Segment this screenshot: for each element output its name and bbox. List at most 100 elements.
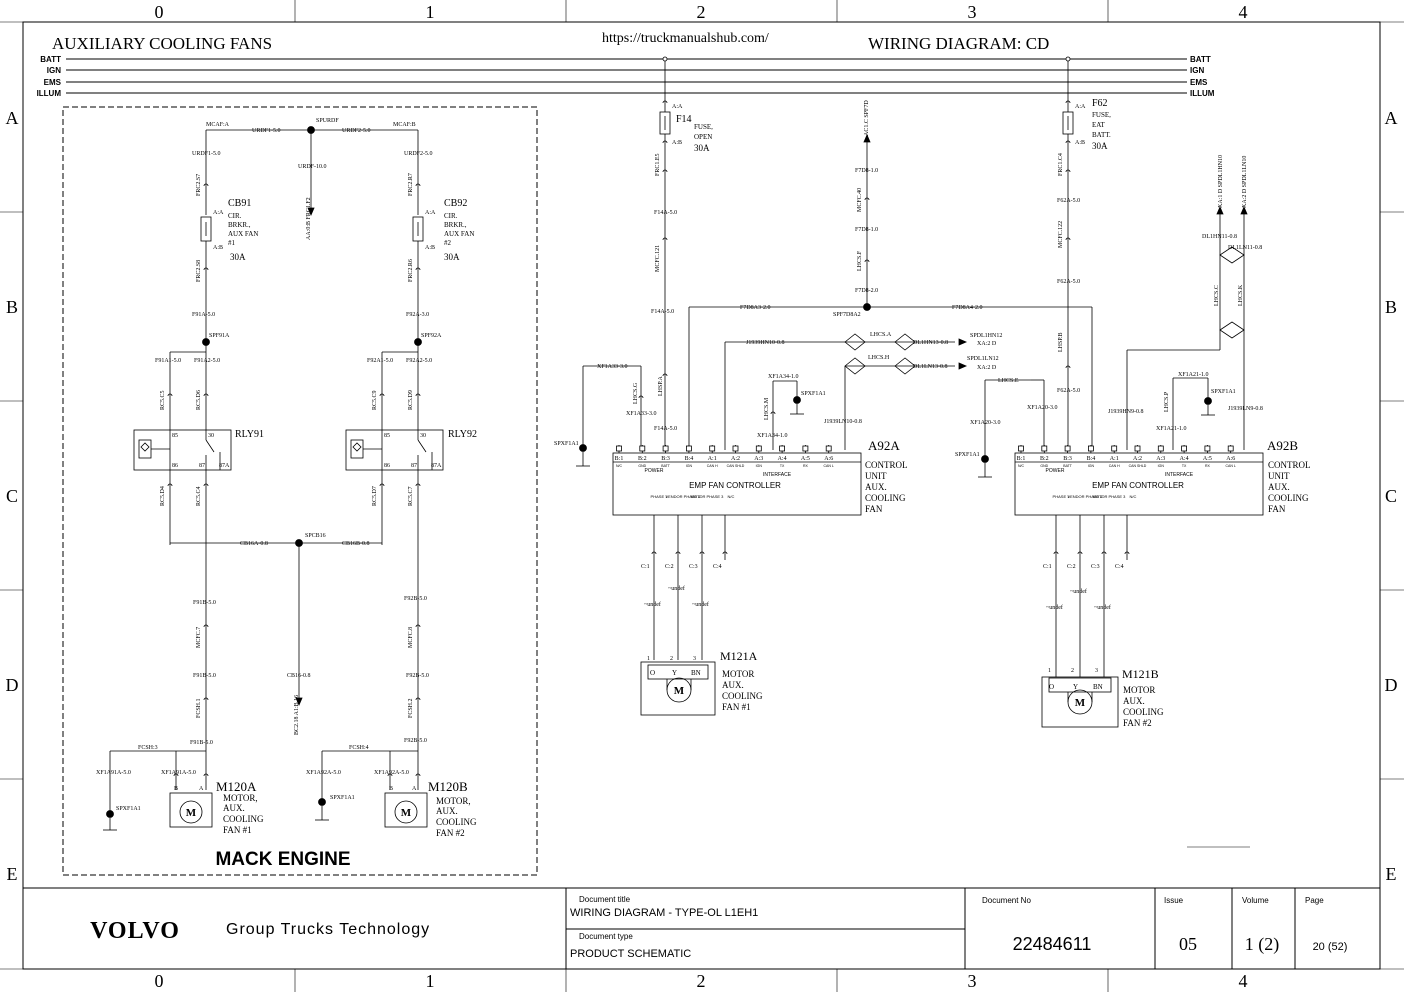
a92a-undef-3: ~undef: [692, 601, 709, 608]
rly91-id: RLY91: [235, 429, 264, 440]
doc-no: 22484611: [1013, 934, 1092, 954]
relay-rly91: [133, 429, 232, 790]
a92b-pin-function-3: IGN: [1088, 464, 1095, 468]
a92b-pin-9: A:6: [1226, 456, 1235, 462]
cb91-desc4: #1: [228, 239, 236, 247]
grid-row-c-right: C: [1385, 486, 1397, 506]
a92a-pin-function-8: RX: [803, 464, 809, 468]
wire-dl1ln11-label: DL1LN11-0.8: [1228, 245, 1262, 251]
m121a-desc2: AUX.: [722, 680, 744, 690]
spdl1hn12-label: SPDL1HN12: [970, 333, 1002, 339]
wire-f14a-1-label: F14A-5.0: [654, 210, 677, 216]
a92b-name: EMP FAN CONTROLLER: [1092, 481, 1184, 490]
f62-desc2: EAT: [1092, 121, 1106, 129]
xa1d-a92b-label: XA:1 D SPDL1HN10: [1218, 155, 1224, 208]
f14-desc2: OPEN: [694, 133, 712, 141]
wire-dl1hn11-label: DL1HN11-0.8: [1202, 234, 1237, 240]
doc-type: PRODUCT SCHEMATIC: [570, 948, 691, 960]
ac1c-label: AC1.C SPF7D: [864, 100, 870, 136]
a92a-pin-function-1: GND: [638, 464, 646, 468]
m121a-bn: BN: [691, 669, 701, 677]
wire-f7d8-3-label: F7D8-2.0: [855, 288, 878, 294]
lhsp-a-label: LHSP.A: [658, 375, 664, 396]
doc-title: WIRING DIAGRAM - TYPE-OL L1EH1: [570, 907, 758, 919]
controller-a92a: [612, 452, 862, 516]
grid-row-c-left: C: [6, 486, 18, 506]
xa2d-2-label: XA:2 D: [977, 365, 997, 371]
a92b-desc4: COOLING: [1268, 493, 1309, 503]
cb92-frc-bottom: FRC2.R6: [408, 259, 414, 282]
m121b-o: O: [1049, 683, 1054, 691]
a92a-pin-marker-7: [779, 445, 785, 452]
rly91-pin-30: 30: [208, 433, 214, 439]
a92a-pin-function-0: N/C: [616, 464, 623, 468]
bc2-connector-label: BC2.18 A1:B.16: [294, 695, 300, 735]
wire-f91b-2-label: F91B-5.0: [193, 673, 216, 679]
wire-f91a1-label: F91A1-5.0: [155, 358, 181, 364]
a92b-pin-7: A:4: [1180, 456, 1189, 462]
wire-f92b-3-label: F92B-5.0: [404, 738, 427, 744]
a92a-pin-function-4: CAN H: [707, 464, 718, 468]
cb92-desc2: BRKR.,: [444, 221, 467, 229]
bus-ems-label-right: EMS: [1190, 78, 1208, 87]
a92b-undef-1: ~undef: [1046, 604, 1063, 611]
mcfc122-label: MCFC.122: [1058, 221, 1064, 248]
mack-engine-boundary: [62, 106, 538, 876]
a92a-pin-0: B:1: [615, 456, 624, 462]
a92a-pin-5: A:2: [731, 456, 740, 462]
f62-desc1: FUSE,: [1092, 111, 1111, 119]
a92b-pin-4: A:1: [1110, 456, 1119, 462]
a92b-pin-function-7: TX: [1182, 464, 1187, 468]
rly92-id: RLY92: [448, 429, 477, 440]
a92a-pin-c4: C:4: [713, 564, 722, 570]
cb91-id: CB91: [228, 198, 251, 209]
bus-ems-label-left: EMS: [44, 78, 62, 87]
grid-col-0-top: 0: [155, 2, 164, 22]
a92a-pin-3: B:4: [685, 456, 694, 462]
wire-xf1a92a-right-label: XF1A92A-5.0: [374, 770, 409, 776]
cb91-desc2: BRKR.,: [228, 221, 251, 229]
a92a-pin-c2: C:2: [665, 564, 674, 570]
twisted-pair-a92a-1: [844, 333, 866, 375]
mcfc7-label: MCFC.7: [196, 627, 202, 648]
a92b-pin-5: A:2: [1133, 456, 1142, 462]
a92a-desc4: COOLING: [865, 493, 906, 503]
grid-row-d-left: D: [6, 675, 19, 695]
a92b-pin-3: B:4: [1087, 456, 1096, 462]
wire-f91b-1-label: F91B-5.0: [193, 600, 216, 606]
a92a-pin-marker-1: [639, 445, 646, 452]
rly91-pin-85: 85: [172, 433, 178, 439]
wire-xf1a34b-label: XF1A34-1.0: [757, 433, 788, 439]
a92a-pin-marker-5: [732, 445, 739, 452]
rly92-pin-87: 87: [411, 463, 417, 469]
m121a-pin-1: 1: [647, 656, 650, 662]
m120b-pin-b: B: [389, 786, 393, 792]
wire-f92a1-label: F92A1-5.0: [367, 358, 393, 364]
twisted-pair-a92b: [1219, 246, 1245, 339]
wire-j1939hn10-label: J1939HN10-0.8: [746, 340, 785, 346]
a92b-power-label: POWER: [1046, 468, 1065, 474]
lhcs-a-label: LHCS.A: [870, 332, 892, 338]
bus-ign-label-right: IGN: [1190, 66, 1204, 75]
bus-batt-label-right: BATT: [1190, 55, 1211, 64]
lhcs-k-label: LHCS.K: [1238, 284, 1244, 306]
diagram-title: AUXILIARY COOLING FANS: [52, 34, 272, 53]
title-block: [22, 887, 1381, 970]
a92b-desc1: CONTROL: [1268, 460, 1311, 470]
wire-j1939hn9-label: J1939HN9-0.8: [1108, 409, 1144, 415]
cb92-frc-top: FRC2.R7: [408, 173, 414, 196]
a92b-undef-2: ~undef: [1070, 588, 1087, 595]
a92b-id: A92B: [1267, 438, 1298, 453]
a92a-pin-4: A:1: [708, 456, 717, 462]
a92a-pin-function-5: CAN SHLD: [727, 464, 745, 468]
a92b-pin-function-6: IGN: [1158, 464, 1165, 468]
m121a-desc1: MOTOR: [722, 669, 754, 679]
rly91-pin-87a: 87A: [219, 463, 230, 469]
m120b-desc4: FAN #2: [436, 828, 465, 838]
a92a-pin-marker-0: [616, 445, 622, 452]
fcsh1-label: FCSH.1: [196, 698, 202, 718]
grid-row-e-right: E: [1386, 864, 1397, 884]
wire-xf1a34-label: XF1A34-1.0: [768, 374, 799, 380]
mcfc40-label: MCFC.40: [857, 188, 863, 212]
